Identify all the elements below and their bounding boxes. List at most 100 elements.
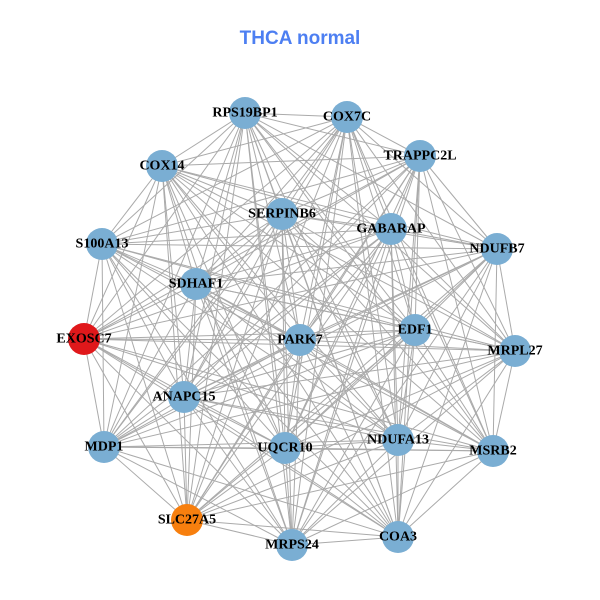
edge xyxy=(183,396,286,449)
edge xyxy=(183,112,246,398)
edge xyxy=(346,116,399,538)
edge xyxy=(103,283,197,448)
node-trappc2l[interactable]: TRAPPC2L xyxy=(383,140,457,172)
edge xyxy=(419,155,494,452)
node-circle[interactable] xyxy=(404,140,436,172)
node-label: NDUFB7 xyxy=(469,242,524,257)
edge xyxy=(195,155,421,285)
edge xyxy=(281,116,348,215)
node-label: RPS19BP1 xyxy=(212,106,277,121)
edge xyxy=(83,338,494,452)
node-cox7c[interactable]: COX7C xyxy=(323,101,371,133)
node-serpinb6[interactable]: SERPINB6 xyxy=(248,198,316,230)
node-ndufa13[interactable]: NDUFA13 xyxy=(367,424,429,456)
edge xyxy=(284,228,392,449)
edge xyxy=(390,228,399,538)
edge xyxy=(284,447,399,538)
node-ndufb7[interactable]: NDUFB7 xyxy=(469,233,525,265)
node-circle[interactable] xyxy=(382,521,414,553)
node-circle[interactable] xyxy=(229,97,261,129)
node-mrpl27[interactable]: MRPL27 xyxy=(487,335,543,367)
node-label: UQCR10 xyxy=(257,441,312,456)
edge xyxy=(291,439,399,546)
edge xyxy=(101,243,188,521)
edge xyxy=(101,243,516,352)
edge xyxy=(183,228,392,398)
edge xyxy=(186,329,416,521)
node-label: S100A13 xyxy=(76,237,129,252)
node-exosc7[interactable]: EXOSC7 xyxy=(56,323,112,355)
edge xyxy=(103,446,293,546)
node-circle[interactable] xyxy=(68,323,100,355)
edge xyxy=(195,283,286,449)
node-circle[interactable] xyxy=(499,335,531,367)
node-mrps24[interactable]: MRPS24 xyxy=(265,529,319,561)
edge xyxy=(101,213,283,245)
edge xyxy=(284,116,348,449)
edge xyxy=(161,165,286,449)
edge xyxy=(183,350,516,398)
node-circle[interactable] xyxy=(375,213,407,245)
node-circle[interactable] xyxy=(477,435,509,467)
node-label: NDUFA13 xyxy=(367,433,429,448)
edge xyxy=(161,165,301,341)
node-circle[interactable] xyxy=(382,424,414,456)
node-uqcr10[interactable]: UQCR10 xyxy=(257,432,313,464)
edge xyxy=(161,165,498,250)
edge xyxy=(83,338,185,398)
node-anapc15[interactable]: ANAPC15 xyxy=(153,381,216,413)
edge xyxy=(419,155,516,352)
edge xyxy=(397,350,516,538)
node-circle[interactable] xyxy=(146,150,178,182)
edge xyxy=(397,155,421,538)
node-sdhaf1[interactable]: SDHAF1 xyxy=(169,268,223,300)
node-label: GABARAP xyxy=(356,222,426,237)
edge xyxy=(299,116,348,341)
node-coa3[interactable]: COA3 xyxy=(379,521,417,553)
node-circle[interactable] xyxy=(399,314,431,346)
edge xyxy=(161,165,494,452)
edge xyxy=(101,243,416,331)
node-circle[interactable] xyxy=(266,198,298,230)
edge xyxy=(83,283,197,340)
edge xyxy=(186,228,392,521)
node-circle[interactable] xyxy=(481,233,513,265)
edge xyxy=(186,439,399,521)
edge xyxy=(161,165,392,230)
edge xyxy=(101,243,399,538)
edge xyxy=(161,165,516,352)
node-gabarap[interactable]: GABARAP xyxy=(356,213,426,245)
edge xyxy=(161,165,416,331)
node-label: ANAPC15 xyxy=(153,390,216,405)
node-circle[interactable] xyxy=(180,268,212,300)
node-circle[interactable] xyxy=(168,381,200,413)
node-msrb2[interactable]: MSRB2 xyxy=(469,435,517,467)
node-circle[interactable] xyxy=(284,324,316,356)
edge xyxy=(161,116,348,167)
edge xyxy=(83,329,416,340)
node-circle[interactable] xyxy=(276,529,308,561)
node-circle[interactable] xyxy=(86,228,118,260)
node-s100a13[interactable]: S100A13 xyxy=(76,228,129,260)
edge xyxy=(397,450,494,538)
edge xyxy=(397,329,416,441)
node-circle[interactable] xyxy=(269,432,301,464)
node-circle[interactable] xyxy=(88,431,120,463)
node-label: SERPINB6 xyxy=(248,207,316,222)
node-rps19bp1[interactable]: RPS19BP1 xyxy=(212,97,278,129)
node-mdp1[interactable]: MDP1 xyxy=(85,431,124,463)
node-circle[interactable] xyxy=(331,101,363,133)
node-circle[interactable] xyxy=(171,504,203,536)
edge xyxy=(83,155,421,340)
node-slc27a5[interactable]: SLC27A5 xyxy=(158,504,216,536)
node-cox14[interactable]: COX14 xyxy=(139,150,185,182)
node-park7[interactable]: PARK7 xyxy=(277,324,323,356)
edge xyxy=(103,213,283,448)
edge xyxy=(101,155,421,245)
edge xyxy=(284,350,516,449)
edge xyxy=(281,213,516,352)
node-edf1[interactable]: EDF1 xyxy=(398,314,433,346)
edge xyxy=(161,165,293,546)
edge xyxy=(195,116,348,285)
